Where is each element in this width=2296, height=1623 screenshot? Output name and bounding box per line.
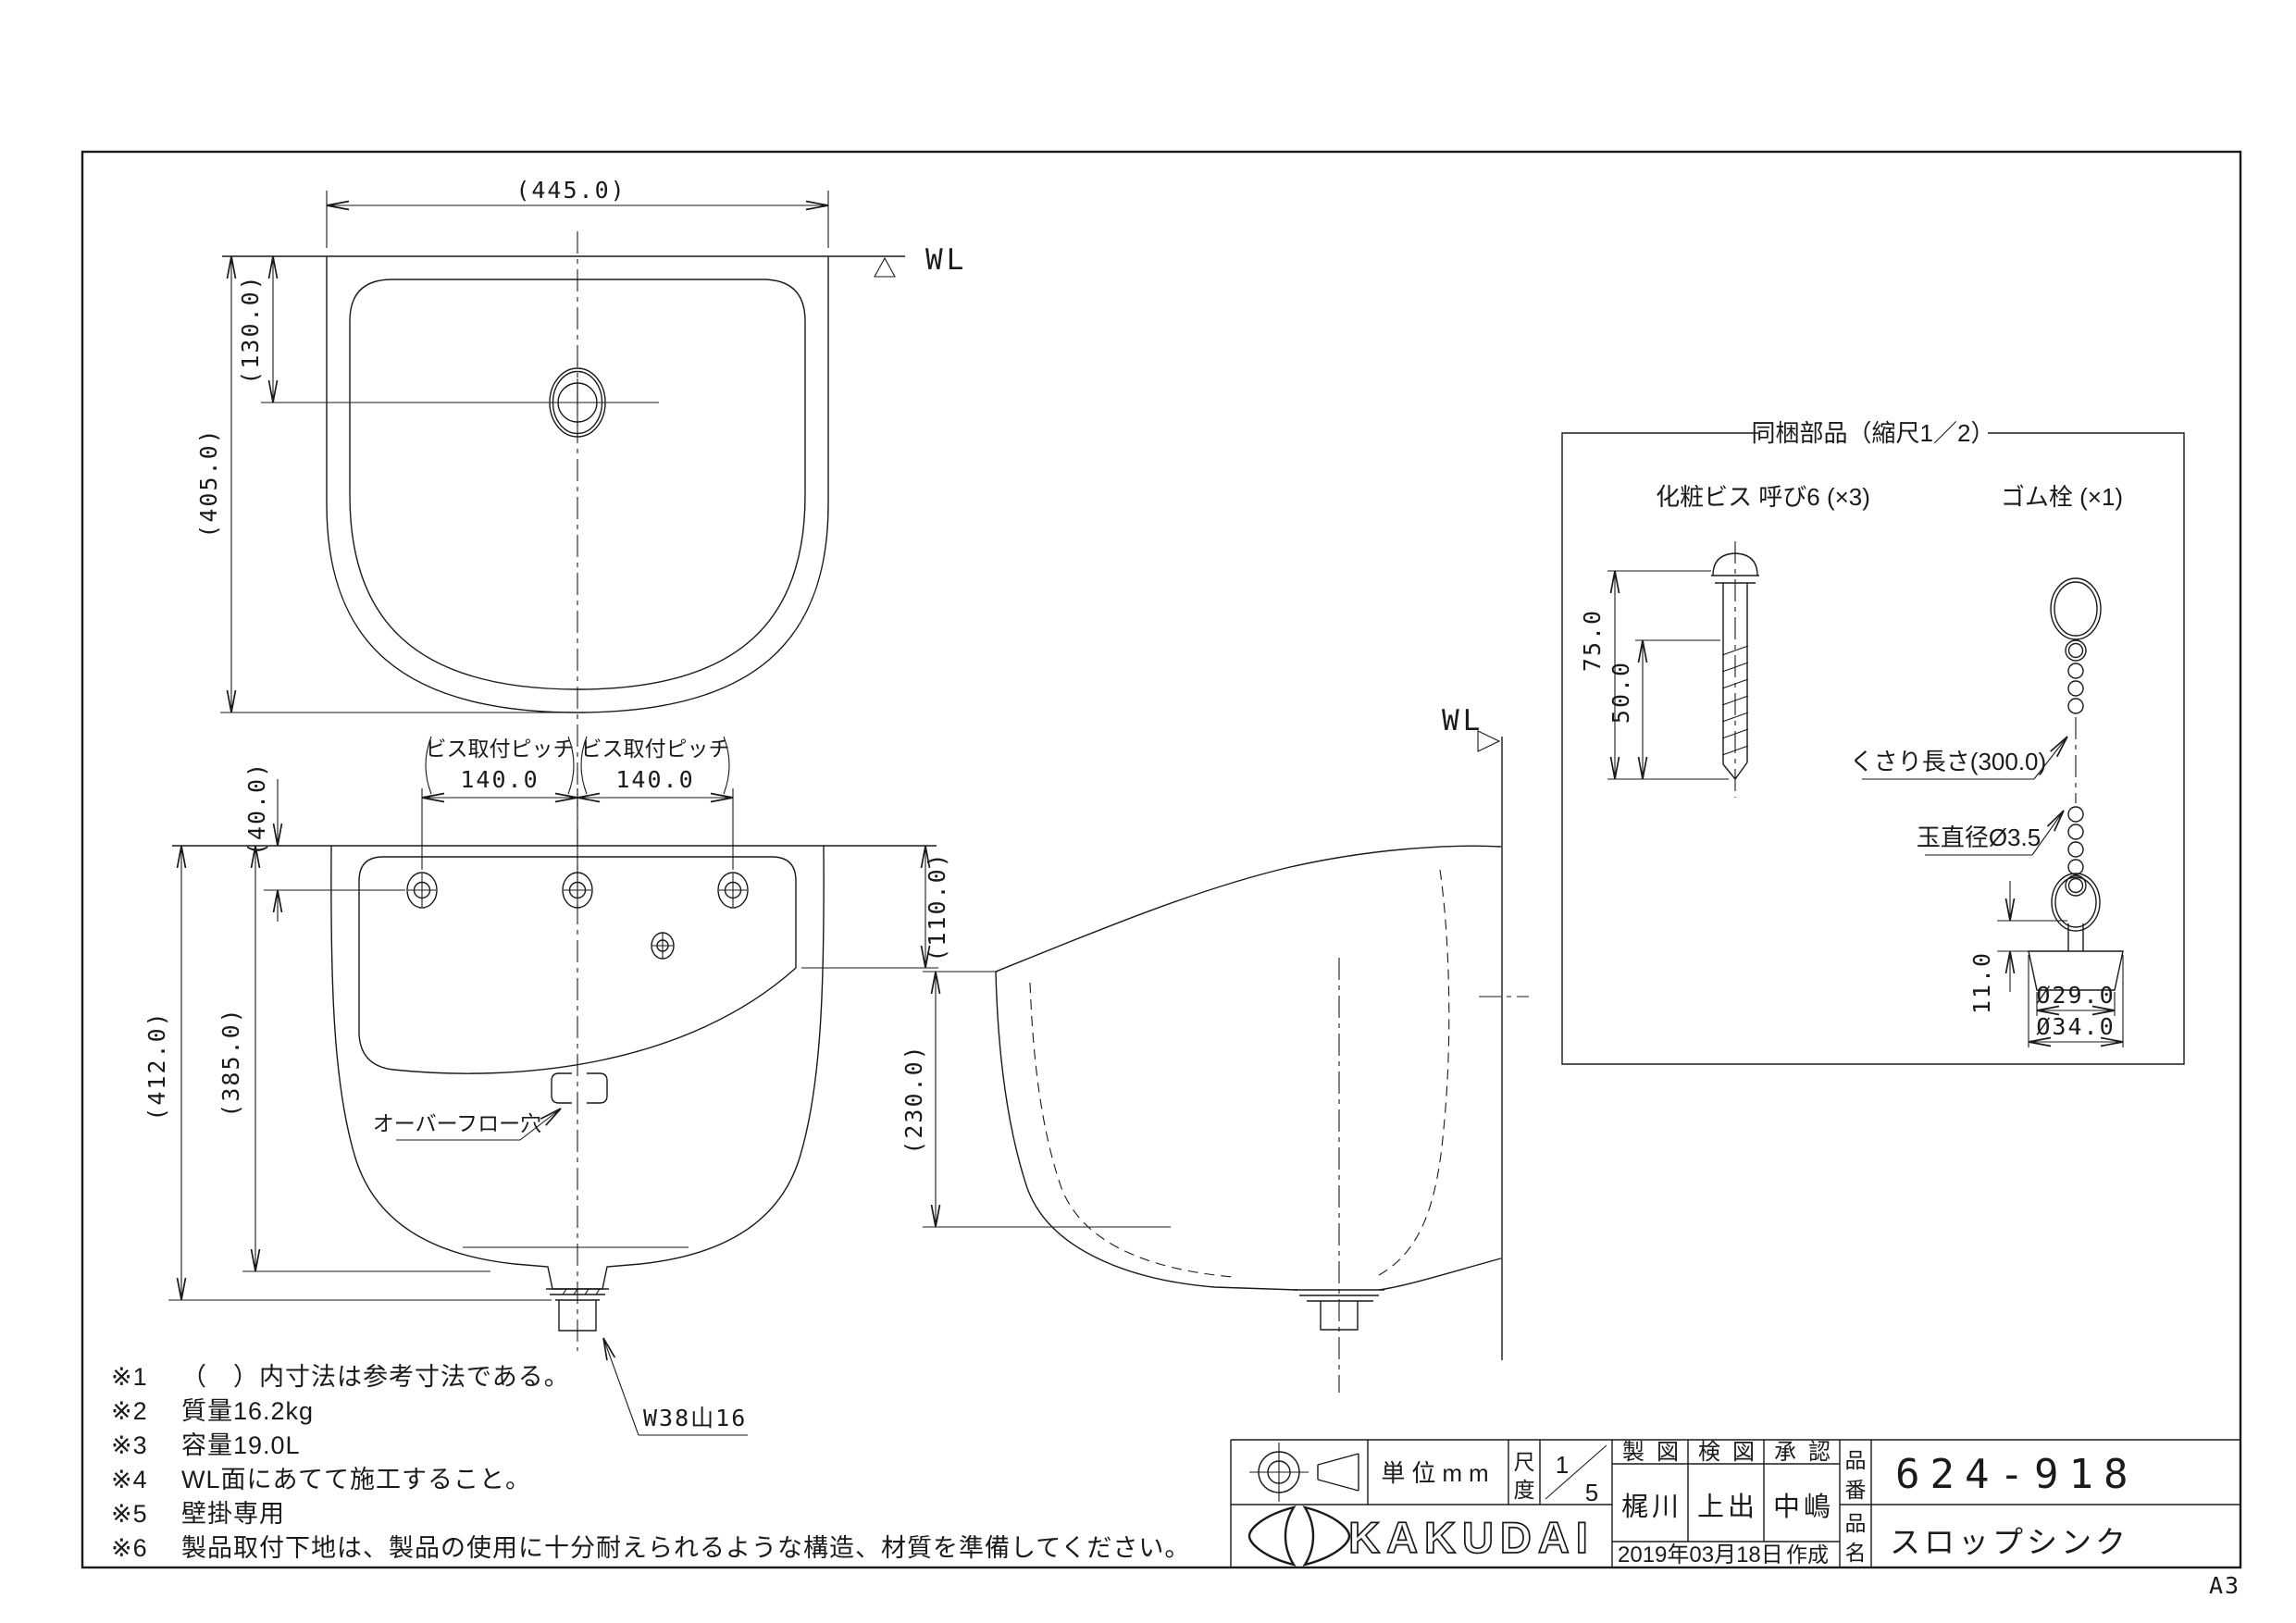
included-parts-box: 同梱部品（縮尺1／2） 化粧ビス 呼び6 (×3) ゴム栓 (×1) 75.0 … [1561, 419, 2185, 1065]
part-name-label-char: 名 [1845, 1541, 1867, 1565]
scale-numerator: 1 [1556, 1451, 1569, 1479]
part-name-label-char: 品 [1845, 1511, 1867, 1535]
scale-denominator: 5 [1585, 1479, 1598, 1506]
dim-hole-offset: (40.0) [243, 762, 270, 856]
note-text: WL面にあてて施工すること。 [181, 1466, 531, 1493]
mounting-holes [406, 872, 749, 960]
note-text: 容量19.0L [181, 1431, 301, 1459]
ball-dia-label: 玉直径Ø3.5 [1917, 824, 2041, 851]
wl-triangle-icon [874, 256, 896, 278]
note-text: 製品取付下地は、製品の使用に十分耐えられるような構造、材質を準備してください。 [181, 1534, 1190, 1562]
drain-top-view [549, 367, 606, 438]
note-text: 壁掛専用 [181, 1500, 285, 1528]
notes: ※1 （ ）内寸法は参考寸法である。 ※2 質量16.2kg ※3 容量19.0… [111, 1363, 1190, 1562]
screw-label: 化粧ビス 呼び6 (×3) [1656, 483, 1870, 511]
dim-screw-length: 75.0 [1579, 609, 1606, 672]
signoff-name: 梶川 [1621, 1492, 1682, 1522]
pitch-dim-left: 140.0 [460, 766, 539, 793]
creation-date: 2019年03月18日 [1618, 1542, 1783, 1567]
side-view: WL (230.0) [900, 704, 1529, 1393]
dim-overall-height: (412.0) [143, 1010, 170, 1121]
wl-label-side: WL [1442, 704, 1483, 737]
dim-body-height: (385.0) [217, 1007, 244, 1117]
part-number: 624-918 [1895, 1451, 2138, 1498]
part-name: スロップシンク [1890, 1525, 2129, 1559]
note-text: 質量16.2kg [181, 1397, 314, 1425]
signoff-header: 製図 [1622, 1440, 1691, 1465]
note-no: ※3 [111, 1431, 148, 1459]
overflow-slot [551, 1072, 608, 1104]
wl-label-top: WL [925, 243, 967, 277]
part-no-label-char: 品 [1845, 1448, 1867, 1472]
screw-graphic [1711, 541, 1759, 798]
pitch-note-right: ビス取付ピッチ [581, 737, 730, 761]
kakudai-logo-icon [1247, 1505, 1351, 1567]
dim-rim-depth: (110.0) [924, 851, 950, 961]
signoff-name: 中嶋 [1773, 1492, 1834, 1522]
dim-plug-height: 11.0 [1968, 951, 1995, 1014]
dim-top-height: (405.0) [195, 427, 222, 538]
part-no-label-char: 番 [1845, 1478, 1867, 1502]
note-no: ※4 [111, 1466, 148, 1493]
plug-chain-graphic [2028, 577, 2124, 991]
created-label: 作成 [1786, 1542, 1829, 1567]
note-no: ※5 [111, 1500, 148, 1528]
dim-plug-bottom-dia: Ø34.0 [2036, 1013, 2115, 1040]
thread-label: W38山16 [643, 1405, 747, 1431]
sheet-size-label: A3 [2209, 1572, 2240, 1599]
pitch-note-left: ビス取付ピッチ [426, 737, 575, 761]
overflow-label: オーバーフロー穴 [373, 1111, 541, 1135]
dim-top-width: (445.0) [515, 177, 626, 204]
wl-triangle-side-icon [1477, 730, 1501, 752]
chain-length-label: くさり長さ(300.0) [1850, 748, 2046, 775]
note-text: （ ）内寸法は参考寸法である。 [181, 1363, 570, 1391]
brand-name: KAKUDAI [1348, 1513, 1595, 1562]
projection-symbol-icon [1249, 1443, 1359, 1502]
scale-label-char: 度 [1514, 1478, 1535, 1502]
dim-screw-thread: 50.0 [1607, 661, 1634, 724]
top-view: WL (445.0) (130.0) (405.0) [195, 177, 967, 785]
plug-label: ゴム栓 (×1) [2001, 483, 2123, 511]
parts-box-title: 同梱部品（縮尺1／2） [1752, 419, 1995, 447]
dim-side-depth: (230.0) [900, 1044, 927, 1154]
title-block: 単位mm 尺 度 1 5 製図 検図 承認 梶川 上出 中嶋 2019年03月1… [1230, 1439, 2240, 1568]
signoff-header: 承認 [1774, 1440, 1843, 1465]
scale-label-char: 尺 [1514, 1450, 1535, 1474]
signoff-header: 検図 [1698, 1440, 1767, 1465]
dim-drain-offset: (130.0) [237, 274, 264, 384]
drawing-border [81, 150, 2242, 1569]
note-no: ※2 [111, 1397, 148, 1425]
unit-label: 単位mm [1381, 1459, 1495, 1487]
signoff-name: 上出 [1697, 1492, 1758, 1522]
front-view: ビス取付ピッチ 140.0 ビス取付ピッチ 140.0 (40.0) (110.… [143, 736, 950, 1436]
note-no: ※6 [111, 1534, 148, 1562]
dim-plug-top-dia: Ø29.0 [2036, 982, 2115, 1009]
pitch-dim-right: 140.0 [615, 766, 694, 793]
note-no: ※1 [111, 1363, 148, 1391]
